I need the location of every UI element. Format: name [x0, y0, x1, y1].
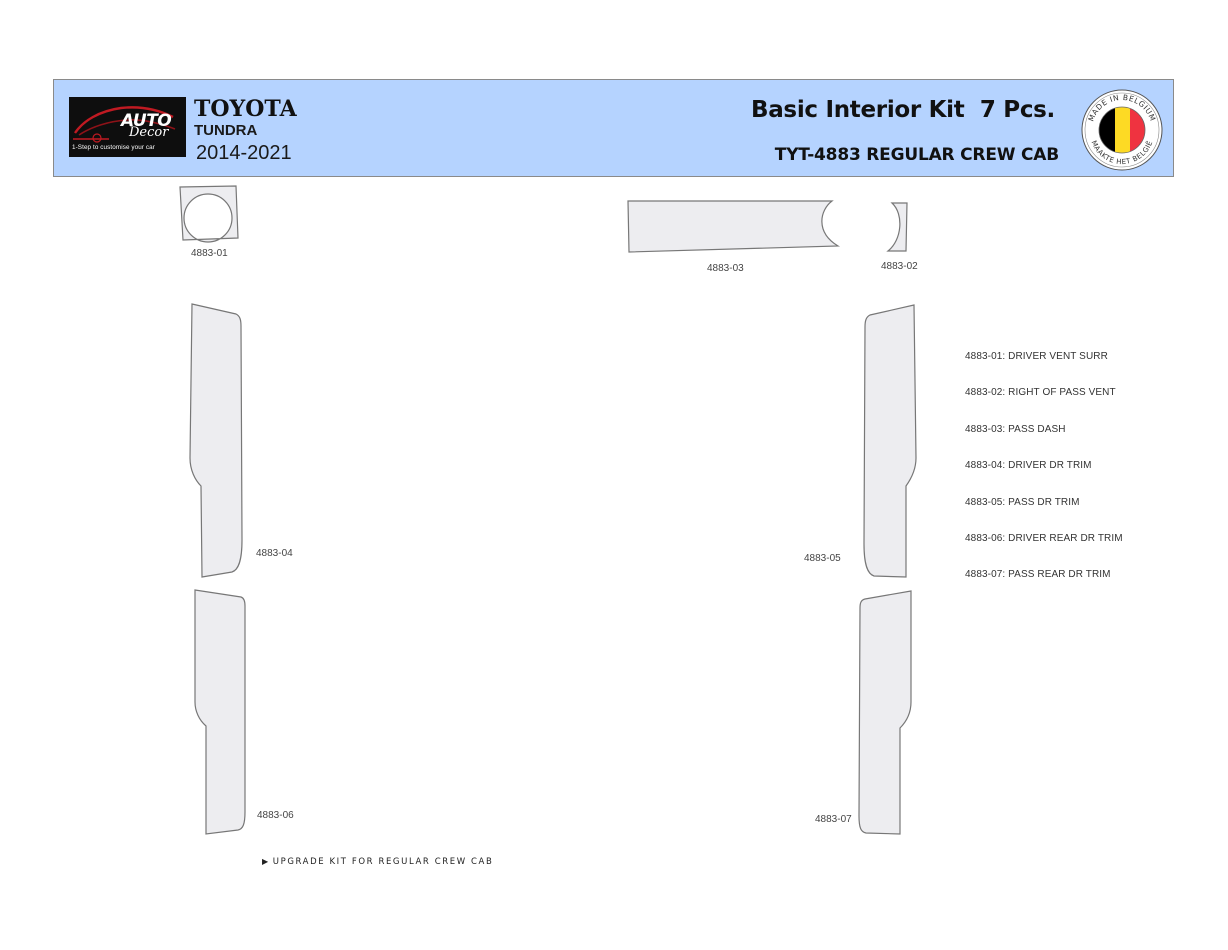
legend-item: 4883-03: PASS DASH	[965, 423, 1066, 435]
legend-item: 4883-07: PASS REAR DR TRIM	[965, 569, 1111, 581]
part-label-4883-06: 4883-06	[257, 810, 294, 821]
part-4883-01	[179, 185, 239, 243]
legend-item: 4883-04: DRIVER DR TRIM	[965, 460, 1092, 472]
part-4883-05	[863, 304, 917, 578]
triangle-right-icon: ▶	[262, 857, 270, 866]
legend-item: 4883-06: DRIVER REAR DR TRIM	[965, 532, 1123, 544]
part-4883-06	[194, 589, 246, 835]
logo-auto-text: AUTO	[121, 111, 172, 131]
logo-decor-text: Decor	[129, 125, 169, 140]
part-label-4883-02: 4883-02	[881, 261, 918, 272]
vehicle-years: 2014-2021	[196, 142, 292, 164]
part-label-4883-05: 4883-05	[804, 553, 841, 564]
flag-stripe-yellow	[1115, 107, 1130, 153]
kit-code: TYT-4883 REGULAR CREW CAB	[774, 145, 1059, 165]
part-label-4883-03: 4883-03	[707, 263, 744, 274]
vehicle-make: TOYOTA	[194, 96, 297, 122]
part-label-4883-07: 4883-07	[815, 814, 852, 825]
part-label-4883-04: 4883-04	[256, 548, 293, 559]
parts-legend: 4883-01: DRIVER VENT SURR 4883-02: RIGHT…	[965, 351, 1123, 606]
footnote-text: UPGRADE KIT FOR REGULAR CREW CAB	[272, 857, 494, 867]
upgrade-footnote: ▶UPGRADE KIT FOR REGULAR CREW CAB	[262, 857, 493, 867]
logo-tagline: 1-Step to customise your car	[72, 144, 155, 151]
flag-stripe-red	[1130, 107, 1145, 153]
part-label-4883-01: 4883-01	[191, 248, 228, 259]
part-4883-02	[886, 202, 908, 252]
part-4883-07	[858, 590, 912, 835]
part-4883-03	[627, 200, 841, 253]
legend-item: 4883-01: DRIVER VENT SURR	[965, 351, 1108, 362]
vehicle-model: TUNDRA	[194, 122, 258, 139]
legend-item: 4883-05: PASS DR TRIM	[965, 496, 1080, 508]
part-4883-04	[189, 303, 243, 578]
made-in-belgium-badge: MADE IN BELGIUM MAAKTE HET BELGIË	[1081, 89, 1163, 171]
legend-item: 4883-02: RIGHT OF PASS VENT	[965, 387, 1116, 399]
kit-title: Basic Interior Kit 7 Pcs.	[750, 97, 1055, 123]
header-band: AUTO Decor 1-Step to customise your car …	[53, 79, 1174, 177]
flag-stripe-black	[1099, 107, 1115, 153]
autodecor-logo: AUTO Decor 1-Step to customise your car	[69, 97, 186, 157]
